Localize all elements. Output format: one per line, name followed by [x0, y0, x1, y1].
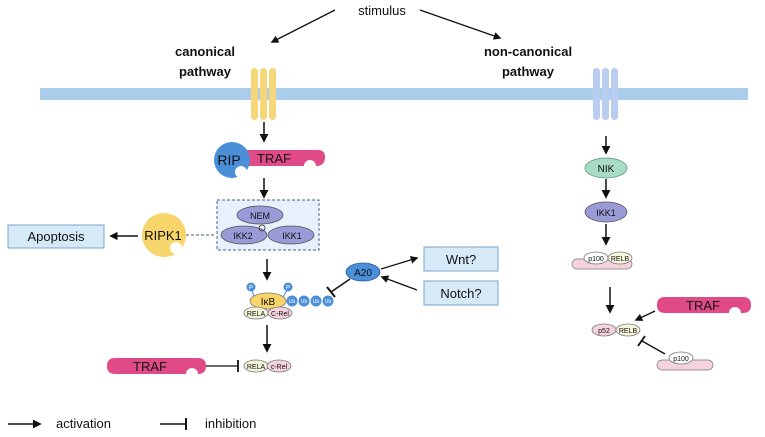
p100-inhibit-line — [641, 340, 666, 355]
crel-node — [267, 306, 293, 320]
arrow-traf-to-p52 — [634, 310, 656, 321]
ikk1-label: IKK1 — [282, 231, 302, 241]
p100-free: p100 — [656, 351, 714, 371]
ikk2-node — [220, 225, 268, 245]
p52-label: p52 — [598, 328, 610, 335]
legend-inhibition-label: inhibition — [205, 416, 256, 431]
relb-node — [607, 251, 633, 265]
rip-label: RIP — [217, 152, 240, 168]
phospho-left — [246, 282, 256, 292]
p100b-label: p100 — [673, 356, 689, 363]
a20-node — [345, 262, 381, 282]
notch-box — [423, 280, 499, 306]
noncanonical-receptor — [593, 68, 618, 120]
relb-label: RELB — [611, 256, 630, 263]
p100-inhibit-bar — [637, 335, 646, 347]
cell-membrane — [40, 88, 748, 100]
traf-bottom: TRAF — [107, 358, 206, 374]
ikb-complex: P P IκB RELA C-Rel Ub Ub Ub Ub — [243, 282, 334, 320]
ikk1-nc-label: IKK1 — [596, 208, 616, 218]
notch-label: Notch? — [440, 286, 481, 301]
a20-inhibit-ub — [330, 278, 351, 293]
ub-1-label: Ub — [289, 299, 296, 305]
ikk-link-ring — [258, 224, 266, 232]
ub-2-label: Ub — [301, 299, 308, 305]
apoptosis-label: Apoptosis — [27, 229, 85, 244]
wnt-box — [423, 246, 499, 272]
crel2-label: c-Rel — [271, 364, 288, 371]
wnt-label: Wnt? — [446, 252, 476, 267]
canonical-title-line2: pathway — [179, 64, 232, 79]
crel-label: C-Rel — [271, 311, 289, 318]
ikk2-label: IKK2 — [233, 231, 253, 241]
ikb-label: IκB — [261, 297, 276, 308]
rela-label: RELA — [247, 311, 266, 318]
ripk1-label: RIPK1 — [144, 228, 182, 243]
relb2-node — [615, 323, 641, 337]
apoptosis-box — [7, 224, 105, 249]
nem-node — [236, 205, 284, 225]
ub-4 — [322, 295, 334, 307]
ripk1-node: RIPK1 — [142, 213, 186, 257]
traf-right-label: TRAF — [686, 298, 720, 313]
ub-3-label: Ub — [313, 299, 320, 305]
a20-label: A20 — [354, 268, 372, 279]
ikk1-node — [267, 225, 315, 245]
rela2-label: RELA — [247, 364, 266, 371]
noncanonical-title-line1: non-canonical — [484, 44, 572, 59]
traf-bottom-label: TRAF — [133, 359, 167, 374]
phospho-right-label: P — [286, 286, 290, 292]
ub-1 — [286, 295, 298, 307]
phospho-right — [283, 282, 293, 292]
p100-label: p100 — [588, 256, 604, 263]
a20-inhibit-bar — [326, 286, 336, 298]
ikb-node — [249, 292, 287, 310]
legend-activation-label: activation — [56, 416, 111, 431]
stimulus-arrow-right — [419, 9, 502, 40]
rip-node: RIP — [214, 142, 250, 178]
relb2-label: RELB — [619, 328, 638, 335]
nem-label: NEM — [250, 211, 270, 221]
traf-top-label: TRAF — [257, 151, 291, 166]
nik-node — [584, 157, 628, 179]
p100-relb-complex: p100 RELB — [571, 251, 633, 270]
ub-2 — [298, 295, 310, 307]
noncanonical-title-line2: pathway — [502, 64, 555, 79]
nik-label: NIK — [598, 164, 615, 175]
ikk1-nc-node — [584, 201, 628, 223]
crel2-node — [266, 359, 292, 373]
stimulus-arrow-left — [270, 9, 336, 43]
stimulus-label: stimulus — [358, 3, 406, 18]
arrow-notch-to-a20 — [380, 275, 418, 291]
canonical-title-line1: canonical — [175, 44, 235, 59]
traf-top: TRAF — [245, 150, 325, 166]
canonical-receptor — [251, 68, 276, 120]
arrow-a20-to-wnt — [380, 256, 419, 270]
phospho-left-label: P — [249, 286, 253, 292]
traf-right: TRAF — [657, 297, 751, 313]
ub-4-label: Ub — [325, 299, 332, 305]
ub-3 — [310, 295, 322, 307]
